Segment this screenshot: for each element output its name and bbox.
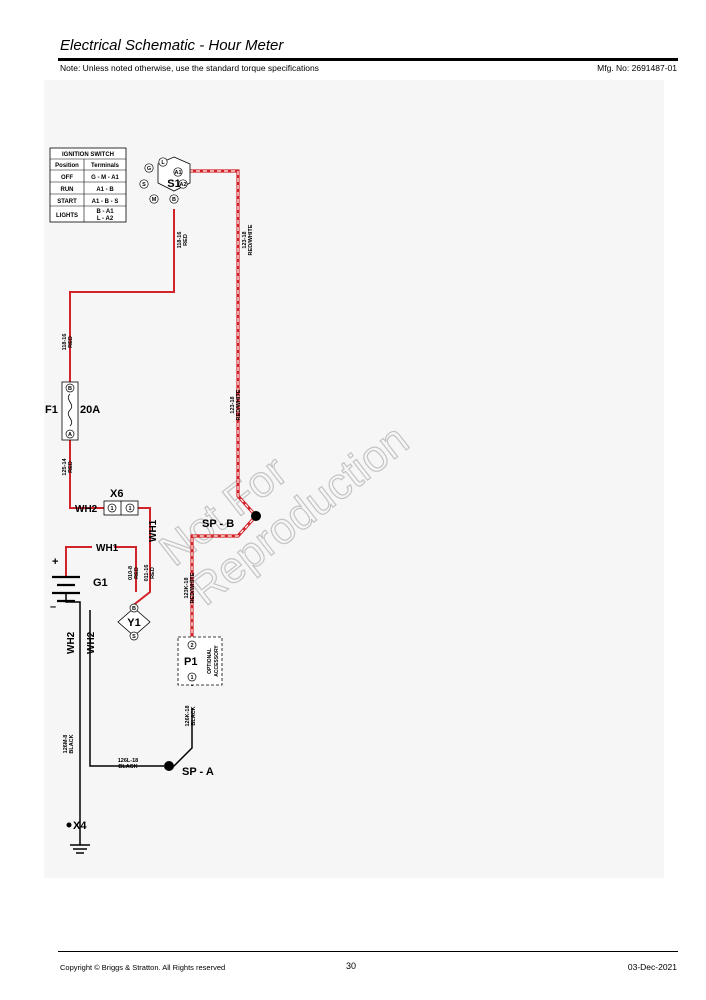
- p1-desc-2: ACCESSORY: [214, 645, 220, 677]
- mfg-number: Mfg. No: 2691487-01: [597, 63, 677, 73]
- header-rule: [58, 58, 678, 61]
- table-cell: A1 - B: [96, 187, 114, 193]
- splice-a-dot: [164, 761, 174, 771]
- wire-id: 125-14: [62, 458, 68, 476]
- wire-color: RED/WHITE: [190, 572, 196, 603]
- battery-g1: + – G1: [50, 556, 108, 613]
- s1-terminal: B: [172, 197, 176, 203]
- splice-b-dot: [251, 511, 261, 521]
- s1-terminal: A1: [174, 170, 181, 176]
- wire-color: RED: [134, 567, 140, 579]
- fuse-f1: B A F1 20A: [45, 381, 100, 441]
- table-header-position: Position: [55, 163, 79, 169]
- wire-id: 118-16: [62, 334, 68, 351]
- footer-rule: [58, 951, 678, 952]
- torque-note: Note: Unless noted otherwise, use the st…: [60, 63, 319, 73]
- wire-color: RED: [68, 461, 74, 473]
- wire-color: RED: [183, 234, 189, 246]
- wire-color: RED/WHITE: [248, 224, 254, 255]
- s1-terminal: M: [152, 197, 157, 203]
- connector-x6: 1 1 X6: [103, 488, 139, 516]
- f1-terminal-top: B: [68, 386, 72, 392]
- p1-pin-top: 2: [190, 643, 193, 649]
- optional-accessory-p1: 2 1 P1 OPTIONAL ACCESSORY: [177, 636, 223, 686]
- wire-id: 011-16: [144, 565, 150, 582]
- ground-x4-label: X4: [73, 820, 87, 832]
- wire-color: RED/WHITE: [236, 389, 242, 420]
- splice-a-label: SP - A: [182, 766, 214, 778]
- x6-pin: 1: [110, 506, 113, 512]
- wire-id: 123-18: [242, 231, 248, 248]
- splice-b-label: SP - B: [202, 518, 234, 530]
- ignition-switch-table: IGNITION SWITCH Position Terminals OFF G…: [49, 147, 127, 223]
- f1-terminal-bottom: A: [68, 432, 72, 438]
- table-cell: B - A1: [96, 209, 114, 215]
- s1-terminal: S: [142, 182, 146, 188]
- wire-color: BLACK: [69, 734, 75, 753]
- table-cell: L - A2: [97, 216, 114, 222]
- wire-color: BLACK: [118, 764, 137, 770]
- wire-id: 126K-18: [185, 705, 191, 726]
- table-cell: G - M - A1: [91, 175, 119, 181]
- splices: SP - B SP - A X4: [66, 511, 261, 832]
- battery-minus: –: [50, 601, 56, 613]
- y1-terminal-top: B: [132, 606, 136, 612]
- s1-terminal: G: [147, 166, 151, 172]
- wh1-tag: WH1: [96, 543, 119, 554]
- table-cell: LIGHTS: [56, 213, 78, 219]
- copyright: Copyright © Briggs & Stratton. All Right…: [60, 963, 226, 972]
- hour-meter-y1: B S Y1: [117, 603, 151, 641]
- wh1-tag: WH1: [148, 519, 159, 542]
- red-wires: [65, 209, 175, 608]
- wire-id: 118-16: [177, 232, 183, 249]
- wh2-tag: WH2: [75, 504, 98, 515]
- battery-label: G1: [93, 577, 108, 589]
- s1-terminal: A2: [179, 182, 186, 188]
- x6-label: X6: [110, 488, 123, 500]
- wire-color: RED: [68, 336, 74, 348]
- wire-id: 126L-18: [118, 758, 139, 764]
- wire-color: RED: [150, 567, 156, 579]
- page-title: Electrical Schematic - Hour Meter: [60, 37, 284, 54]
- battery-plus: +: [52, 556, 58, 568]
- table-cell: START: [57, 199, 77, 205]
- f1-rating: 20A: [80, 404, 100, 416]
- p1-desc-1: OPTIONAL: [207, 648, 213, 674]
- p1-label: P1: [184, 656, 197, 668]
- y1-terminal-bottom: S: [132, 634, 136, 640]
- table-title: IGNITION SWITCH: [62, 152, 114, 158]
- s1-terminal: L: [161, 160, 165, 166]
- p1-pin-bottom: 1: [190, 675, 193, 681]
- ignition-switch-s1: S1 G L A1 S A2 M B: [139, 156, 191, 204]
- schematic-diagram: Not For Reproduction IGNITION SWITCH Pos…: [44, 80, 664, 878]
- ground-x4-dot: [66, 822, 72, 828]
- wire-id: 010-8: [128, 566, 134, 580]
- page-number: 30: [346, 961, 357, 971]
- wire-color: BLACK: [191, 706, 197, 725]
- table-cell: OFF: [61, 175, 73, 181]
- table-header-terminals: Terminals: [91, 163, 120, 169]
- diagram-background: [44, 80, 664, 878]
- f1-label: F1: [45, 404, 58, 416]
- wire-id: 123-18: [230, 396, 236, 413]
- wire-id: 123K-18: [184, 577, 190, 598]
- footer-date: 03-Dec-2021: [627, 962, 677, 972]
- wire-labels: 118-16 RED 123-18 RED/WHITE 118-16 RED 1…: [62, 224, 254, 770]
- y1-label: Y1: [127, 617, 140, 629]
- table-cell: RUN: [61, 187, 74, 193]
- wh2-tag: WH2: [86, 631, 97, 654]
- wire-id: 126M-8: [63, 735, 69, 754]
- s1-label: S1: [167, 178, 180, 190]
- x6-pin: 1: [128, 506, 131, 512]
- table-cell: A1 - B - S: [92, 199, 119, 205]
- wh2-tag: WH2: [66, 631, 77, 654]
- wire-tags: WH2 WH1 WH1 WH2 WH2: [66, 504, 159, 654]
